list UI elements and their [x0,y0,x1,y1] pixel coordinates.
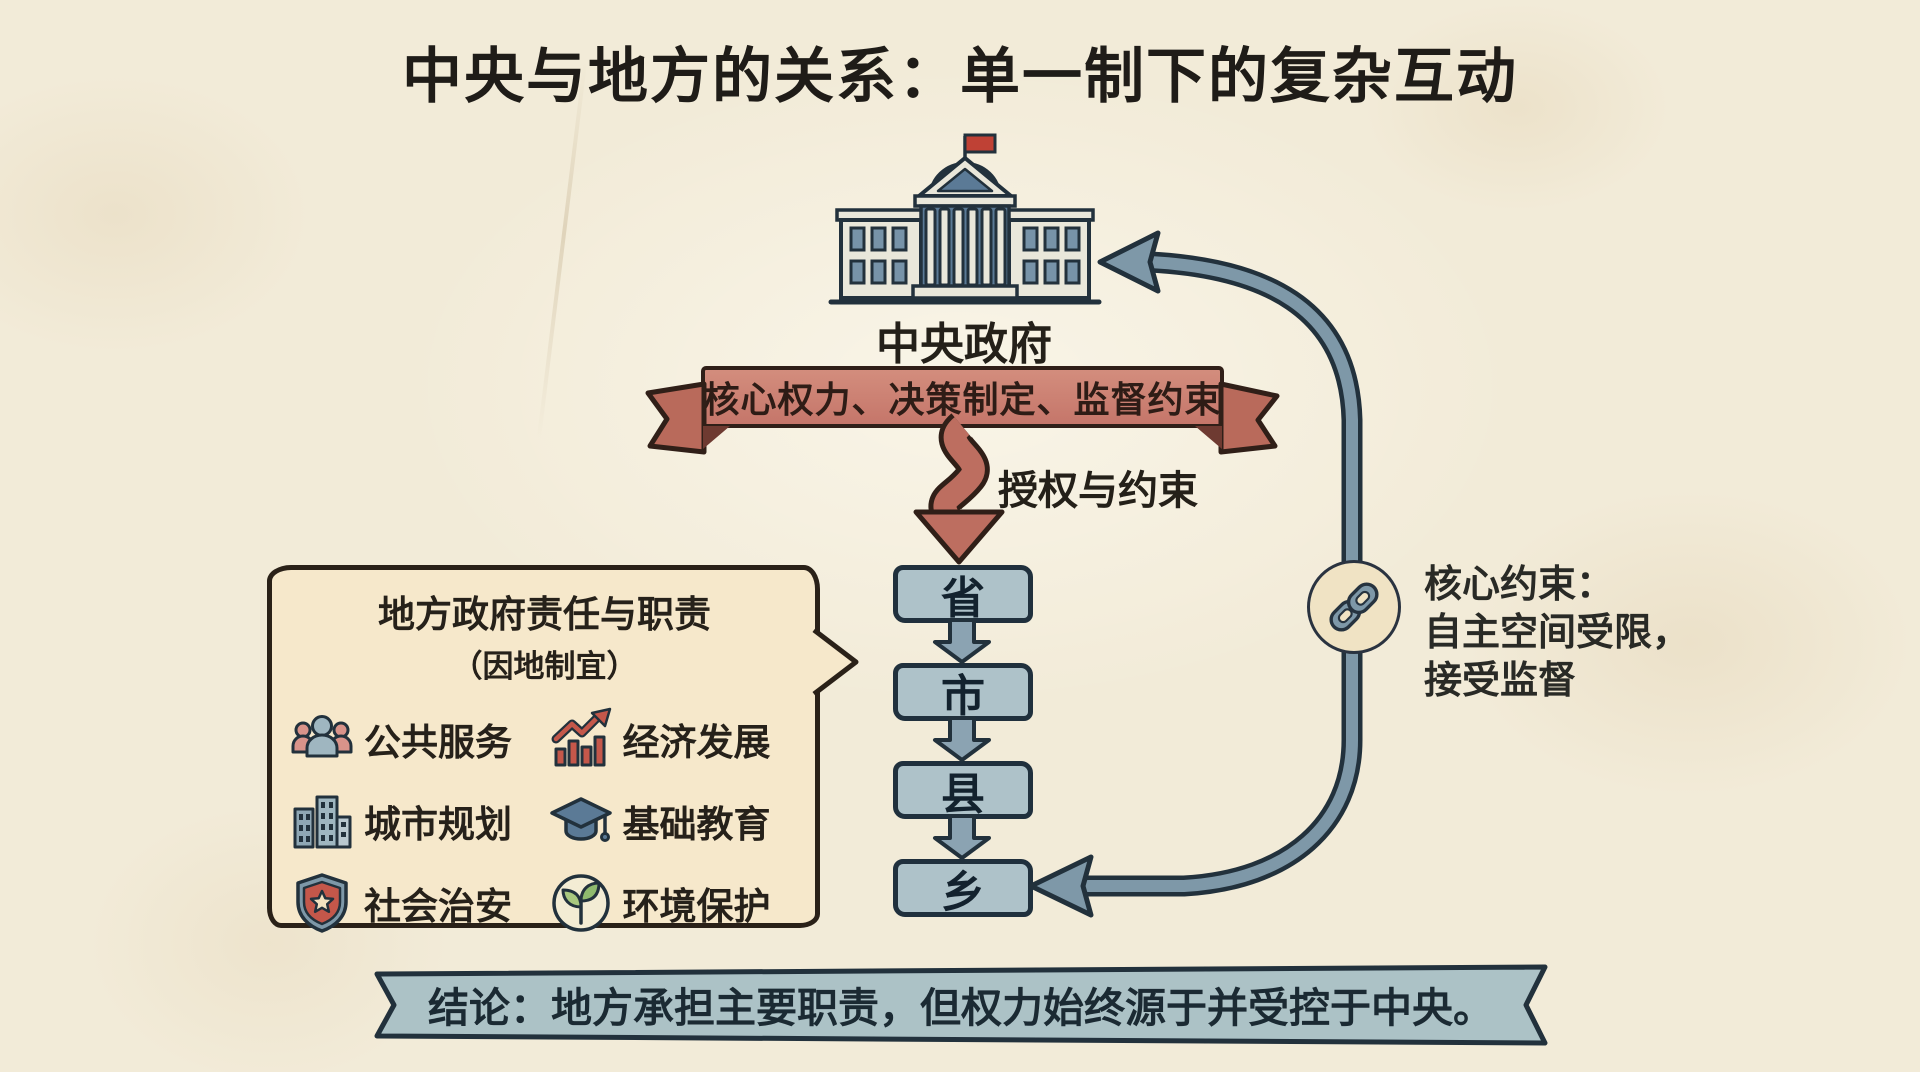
central-powers-ribbon: 核心权力、决策制定、监督约束 [701,366,1224,428]
level-box-county: 县 [893,761,1033,820]
ribbon-text: 核心权力、决策制定、监督约束 [703,380,1222,421]
banner-ribbon-shape [374,964,1548,1046]
people-icon [291,715,353,758]
central-government-label: 中央政府 [876,319,1052,370]
constraint-line: 接受监督 [1424,658,1577,702]
panel-item-environmental-protection: 环境保护 [549,866,808,940]
delegation-arrow [913,413,1005,565]
chain-link-icon [1329,582,1379,632]
panel-item-public-security: 社会治安 [290,866,549,940]
level-box-city: 市 [893,663,1033,722]
leaf-icon [551,874,610,932]
constraint-line: 核心约束： [1424,562,1615,606]
panel-item-public-services: 公共服务 [290,702,549,776]
delegation-arrow-label: 授权与约束 [998,468,1198,514]
columns [924,207,1007,287]
level-box-township: 乡 [893,859,1033,918]
page-title: 中央与地方的关系：单一制下的复杂互动 [402,42,1518,112]
item-label: 经济发展 [622,721,771,764]
panel-item-urban-planning: 城市规划 [290,784,549,858]
conclusion-text: 结论：地方承担主要职责，但权力始终源于并受控于中央。 [428,984,1494,1032]
growth-chart-icon [551,707,611,767]
panel-items: 公共服务 经济发展 [282,702,807,940]
panel-item-economic-development: 经济发展 [549,702,808,776]
item-label: 基础教育 [622,803,771,846]
item-label: 环境保护 [622,885,771,928]
wing-windows [849,226,1081,285]
conclusion-banner: 结论：地方承担主要职责，但权力始终源于并受控于中央。 [369,962,1553,1048]
level-box-province: 省 [893,565,1033,624]
government-building-icon [828,133,1102,305]
local-responsibilities-panel: 地方政府责任与职责 （因地制宜） 公共服务 [267,565,820,933]
flag-icon [963,133,997,154]
graduation-cap-icon [549,797,612,842]
panel-title: 地方政府责任与职责 [378,593,711,636]
core-constraint-note: 核心约束： 自主空间受限， 接受监督 [1424,560,1690,704]
panel-subtitle: （因地制宜） [451,649,638,685]
arrowhead-to-township [1028,854,1094,918]
building-windows [299,802,346,842]
paper-crease [536,61,588,439]
shield-star-icon [296,873,348,933]
item-label: 城市规划 [364,803,512,846]
panel-item-basic-education: 基础教育 [549,784,808,858]
arrowhead-to-central [1097,230,1161,294]
buildings-icon [293,795,352,849]
chain-link-badge [1307,560,1401,654]
constraint-line: 自主空间受限， [1424,610,1691,654]
item-label: 社会治安 [364,885,512,928]
hierarchy-connector-arrows [933,618,991,860]
item-label: 公共服务 [364,721,512,764]
panel-pointer-tail [812,628,859,696]
